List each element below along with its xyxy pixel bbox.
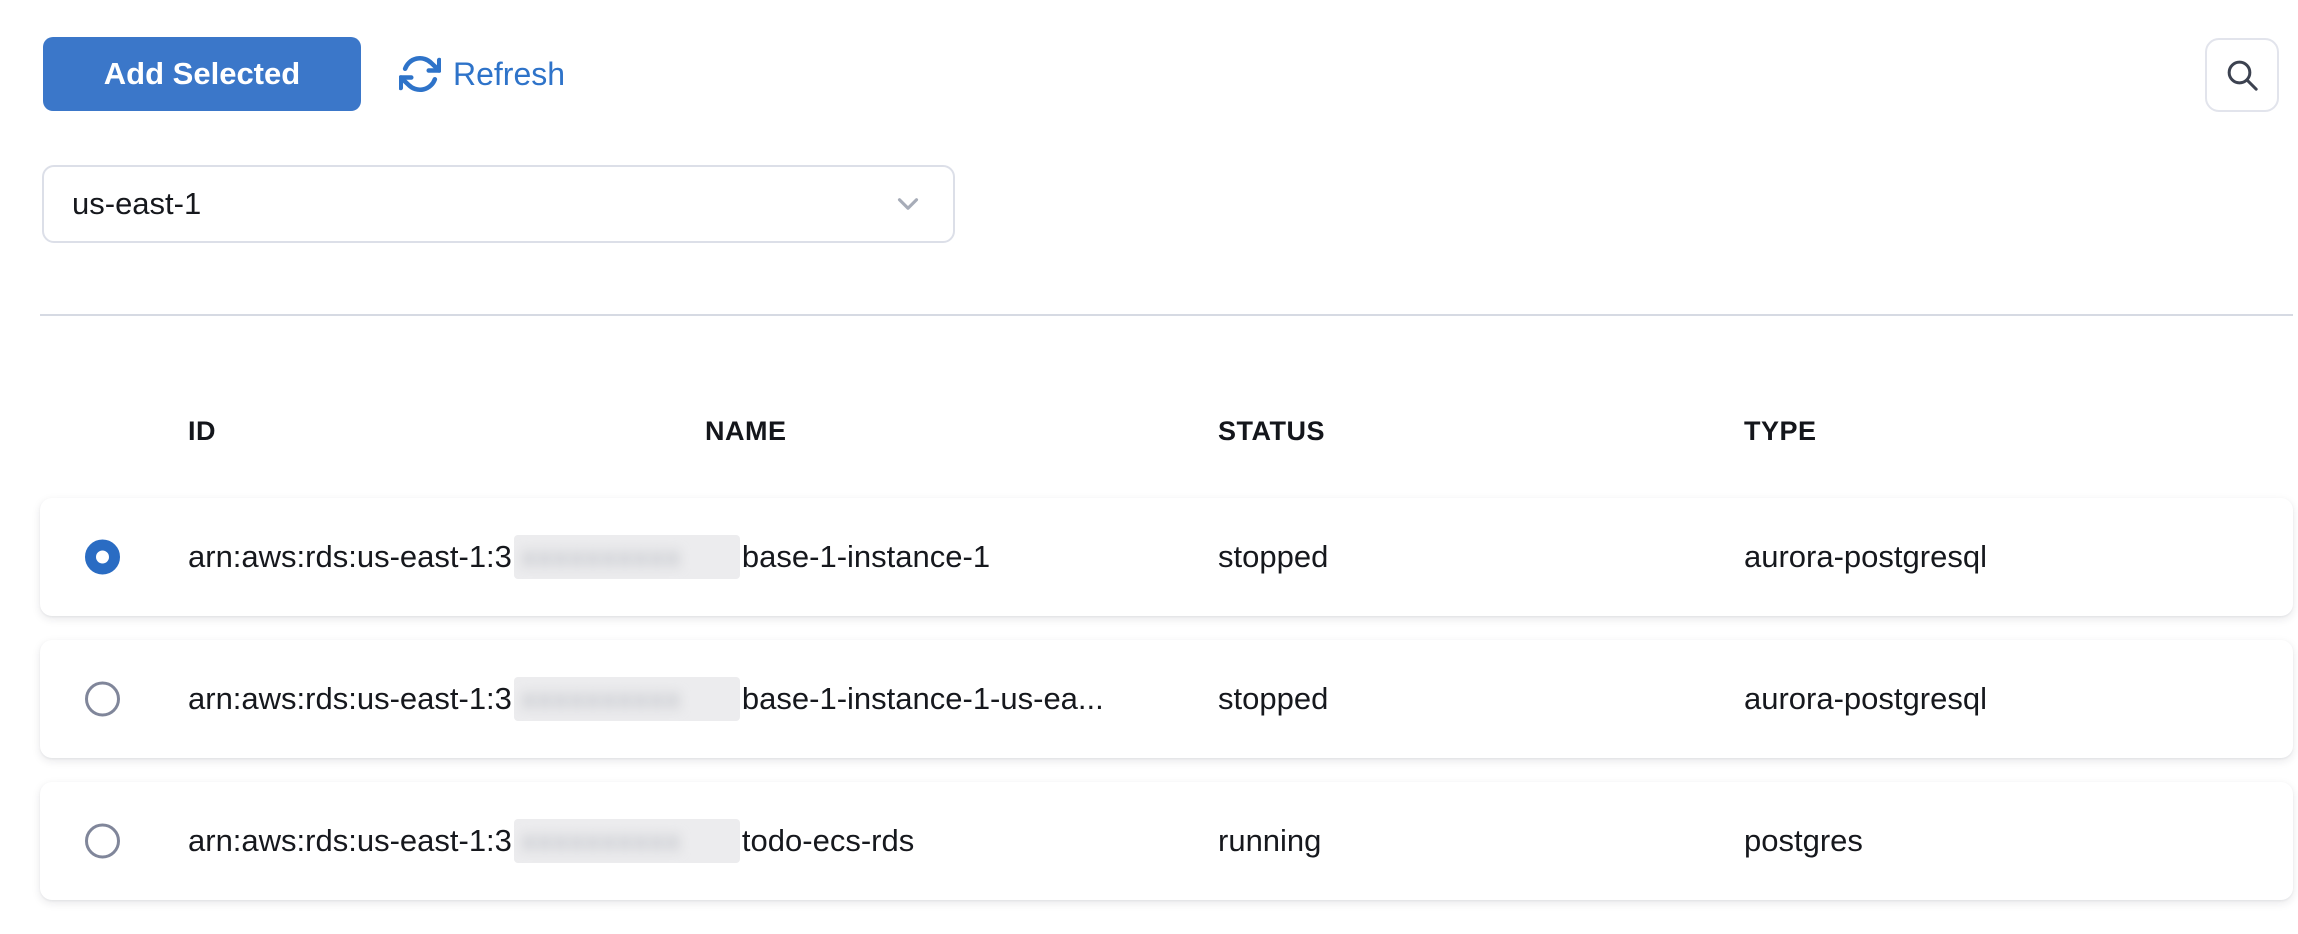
row-id-cell: arn:aws:rds:us-east-1:3 xxxxxxxxxx todo-… (188, 819, 914, 863)
row-status-cell: stopped (1218, 681, 1329, 716)
redacted-blur-region: xxxxxxxxxx (513, 819, 740, 863)
row-name-text: base-1-instance-1 (741, 539, 991, 574)
column-header-name: NAME (705, 416, 787, 446)
search-button[interactable] (2205, 38, 2279, 112)
column-header-id: ID (188, 416, 216, 446)
region-dropdown[interactable]: us-east-1 (42, 165, 955, 243)
row-id-prefix: arn:aws:rds:us-east-1:3 (188, 539, 512, 574)
row-status-cell: stopped (1218, 539, 1329, 574)
section-divider (40, 314, 2293, 316)
table-row[interactable]: arn:aws:rds:us-east-1:3 xxxxxxxxxx base-… (40, 498, 2293, 616)
row-type-cell: aurora-postgresql (1744, 681, 1987, 716)
column-header-status: STATUS (1218, 416, 1325, 446)
row-type-cell: aurora-postgresql (1744, 539, 1987, 574)
table-header-row: ID NAME STATUS TYPE (0, 416, 2298, 452)
row-radio-button[interactable] (85, 823, 120, 859)
row-id-cell: arn:aws:rds:us-east-1:3 xxxxxxxxxx base-… (188, 677, 1104, 721)
row-status-cell: running (1218, 823, 1322, 858)
chevron-down-icon (891, 187, 925, 221)
refresh-label: Refresh (453, 55, 566, 92)
redacted-blur-region: xxxxxxxxxx (513, 535, 740, 579)
table-row[interactable]: arn:aws:rds:us-east-1:3 xxxxxxxxxx todo-… (40, 782, 2293, 900)
row-radio-button[interactable] (85, 681, 120, 717)
row-id-prefix: arn:aws:rds:us-east-1:3 (188, 681, 512, 716)
row-name-text: base-1-instance-1-us-ea... (741, 681, 1104, 716)
refresh-button[interactable]: Refresh (399, 50, 565, 98)
add-selected-button[interactable]: Add Selected (43, 37, 361, 111)
row-id-cell: arn:aws:rds:us-east-1:3 xxxxxxxxxx base-… (188, 535, 990, 579)
region-dropdown-value: us-east-1 (72, 186, 202, 221)
row-id-prefix: arn:aws:rds:us-east-1:3 (188, 823, 512, 858)
column-header-type: TYPE (1744, 416, 1817, 446)
redacted-blur-region: xxxxxxxxxx (513, 677, 740, 721)
table-row[interactable]: arn:aws:rds:us-east-1:3 xxxxxxxxxx base-… (40, 640, 2293, 758)
refresh-icon (399, 53, 441, 95)
row-type-cell: postgres (1744, 823, 1863, 858)
row-radio-button[interactable] (85, 539, 120, 575)
search-icon (2222, 55, 2262, 95)
row-name-text: todo-ecs-rds (741, 823, 915, 858)
